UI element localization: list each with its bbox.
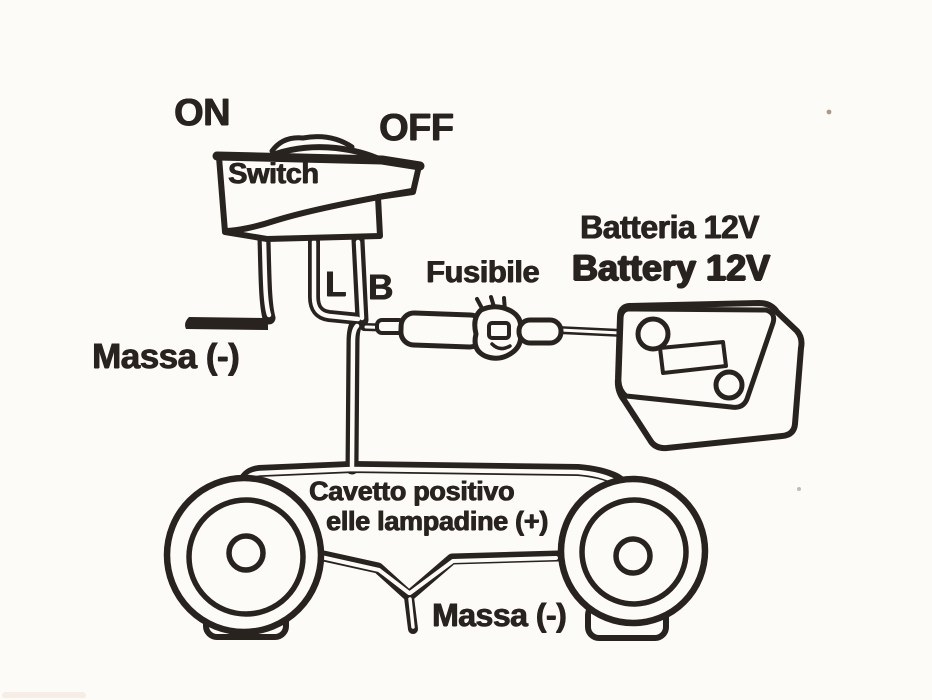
lamp-right-drawing [557, 475, 709, 641]
battery-terminal-negative [713, 369, 745, 401]
lamp-cable-label-line2: elle lampadine (+) [326, 506, 548, 536]
battery-drawing [614, 300, 805, 452]
lamp-cable-label-line1: Cavetto positivo [309, 476, 515, 506]
lamps-ground-label: Massa (-) [432, 597, 567, 633]
battery-terminal-positive [635, 316, 671, 352]
wires-core [242, 238, 644, 629]
scan-specks [797, 109, 832, 491]
fuse-label: Fusibile [426, 254, 540, 289]
switch-state-off-label: OFF [379, 107, 454, 149]
switch-drawing [212, 134, 425, 242]
terminal-l-label: L [325, 265, 346, 304]
battery-label-italian: Batteria 12V [580, 209, 759, 245]
switch-state-on-label: ON [174, 92, 231, 134]
switch-ground-bar [185, 317, 268, 330]
terminal-b-label: B [368, 268, 393, 307]
lamp-left-drawing [163, 474, 325, 640]
battery-label-english: Battery 12V [572, 247, 771, 288]
fuse-drawing [375, 295, 564, 361]
switch-ground-label: Massa (-) [92, 337, 240, 376]
scan-smudge [2, 692, 86, 698]
switch-label: Switch [228, 158, 319, 190]
